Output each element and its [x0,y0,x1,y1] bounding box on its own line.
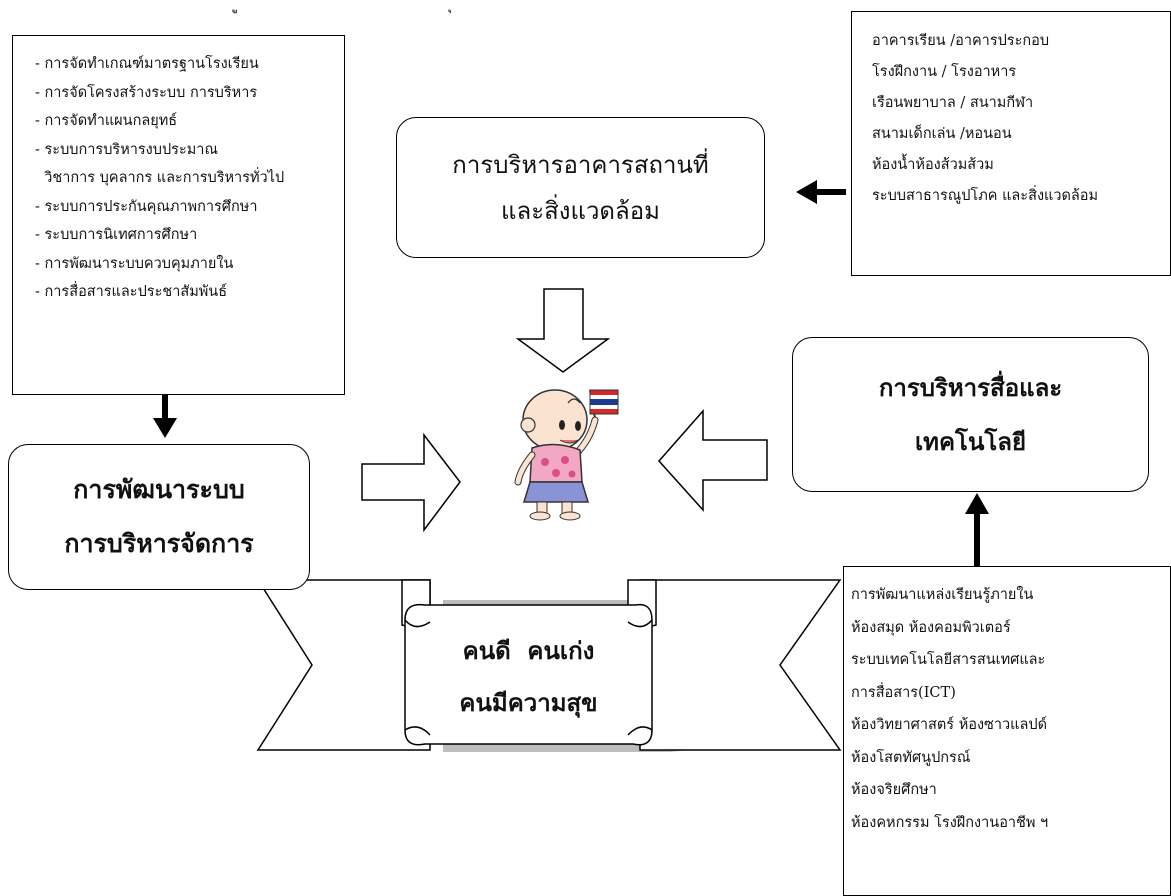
list-item: การสื่อสาร(ICT) [851,684,956,701]
list-item: - ระบบการประกันคุณภาพการศึกษา [35,198,258,215]
list-item: - การสื่อสารและประชาสัมพันธ์ [35,284,228,300]
learning-resources-list: การพัฒนาแหล่งเรียนรู้ภายใน ห้องสมุด ห้อง… [843,566,1171,896]
media-box-line2: เทคโนโลยี [914,426,1027,456]
facilities-list: อาคารเรียน /อาคารประกอบ โรงฝึกงาน / โรงอ… [851,11,1171,276]
thai-flag-icon [589,389,619,419]
list-item: - การจัดโครงสร้างระบบ การบริหาร [35,84,258,101]
arrow-left-building [796,180,846,204]
list-item: - การจัดทำแผนกลยุทธ์ [35,113,178,129]
list-item: ระบบเทคโนโลยีสารสนเทศและ [851,652,1046,668]
building-box-line1: การบริหารอาคารสถานที่ [452,150,709,179]
list-item: ห้องโสตทัศนูปกรณ์ [851,749,971,766]
list-item: ห้องสมุด ห้องคอมพิวเตอร์ [851,619,1011,636]
hollow-arrow-left [657,409,768,512]
list-item: เรือนพยาบาล / สนามกีฬา [872,95,1034,111]
system-development-box: การพัฒนาระบบ การบริหารจัดการ [8,444,310,590]
list-item: โรงฝึกงาน / โรงอาหาร [872,64,1017,80]
list-item: ห้องน้ำห้องส้วมส้วม [872,157,994,173]
list-item: วิชาการ บุคลากร และการบริหารทั่วไป [35,170,285,186]
system-box-line1: การพัฒนาระบบ [73,475,245,504]
list-item: - ระบบการบริหารงบประมาณ [35,141,218,158]
child-mascot-illustration [514,389,619,521]
hollow-arrow-down [515,288,611,373]
list-item: ห้องวิทยาศาสตร์ ห้องซาวแลปด์ [851,717,1048,733]
list-item: ห้องจริยศึกษา [851,782,937,798]
banner-line2: คนมีความสุข [459,688,598,717]
building-box-line2: และสิ่งแวดล้อม [501,196,660,225]
media-box-line1: การบริหารสื่อและ [878,372,1063,402]
list-item: ห้องคหกรรม โรงฝึกงานอาชีพ ฯ [851,814,1049,831]
arrow-up-media [965,493,989,566]
arrow-down-left [153,394,177,438]
list-item: ระบบสาธารณูปโภค และสิ่งแวดล้อม [872,188,1099,204]
ribbon-banner [256,579,842,752]
list-item: สนามเด็กเล่น /หอนอน [872,126,1012,142]
list-item: อาคารเรียน /อาคารประกอบ [872,33,1050,49]
list-item: - การพัฒนาระบบควบคุมภายใน [35,255,234,272]
list-item: - การจัดทำเกณฑ์มาตรฐานโรงเรียน [35,56,259,72]
banner-text: คนดี คนเก่ง คนมีความสุข [405,612,652,742]
management-topics-list: - การจัดทำเกณฑ์มาตรฐานโรงเรียน - การจัดโ… [12,35,345,395]
list-item: การพัฒนาแหล่งเรียนรู้ภายใน [851,587,1034,603]
media-technology-box: การบริหารสื่อและ เทคโนโลยี [792,337,1149,492]
system-box-line2: การบริหารจัดการ [64,529,254,558]
building-management-box: การบริหารอาคารสถานที่ และสิ่งแวดล้อม [396,117,765,258]
hollow-arrow-right [361,432,461,533]
banner-line1: คนดี คนเก่ง [462,636,595,665]
list-item: - ระบบการนิเทศการศึกษา [35,227,198,243]
